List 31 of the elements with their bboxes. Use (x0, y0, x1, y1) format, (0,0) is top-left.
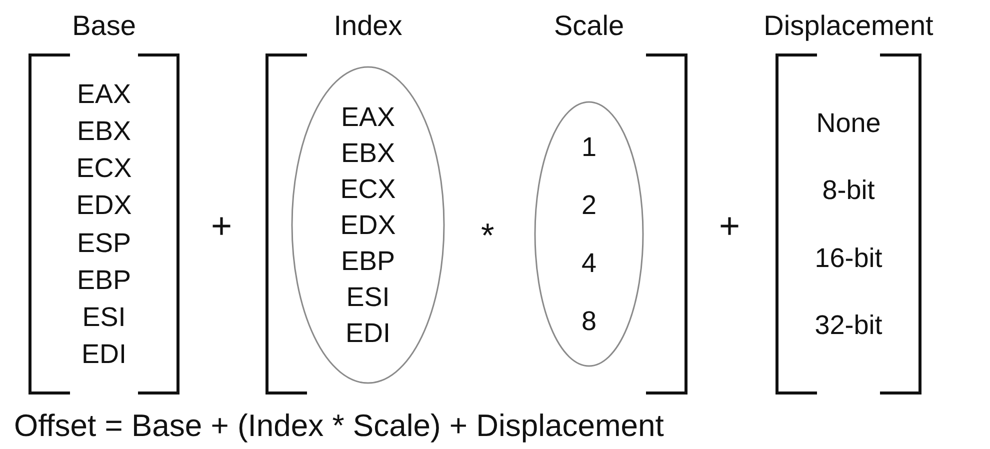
option-text: 8-bit (822, 175, 875, 206)
column-heading: Displacement (764, 11, 934, 41)
caption: Offset = Base + (Index * Scale) + Displacement (14, 408, 664, 444)
option-text: 2 (581, 190, 597, 220)
option-text: EAX (340, 102, 396, 132)
operator-symbol: + (719, 208, 740, 244)
option-text: ESI (346, 282, 390, 312)
option-text: EBX (76, 116, 132, 146)
option-text: EDX (340, 210, 396, 240)
option-text: EDX (76, 190, 132, 220)
option-text: EBP (76, 264, 132, 295)
option-text: ECX (340, 174, 396, 204)
option-text: 32-bit (814, 310, 882, 340)
option-text: ECX (76, 153, 132, 184)
option-text: EBP (340, 246, 396, 276)
option-text: EAX (76, 78, 132, 109)
option-text: EDI (81, 339, 126, 370)
option-text: None (816, 108, 881, 138)
option-text: ESI (82, 302, 126, 332)
operator-symbol: * (481, 219, 494, 253)
option-text: 1 (581, 132, 597, 162)
column-heading: Scale (554, 11, 624, 41)
option-text: ESP (76, 228, 132, 258)
option-text: 16-bit (814, 242, 882, 273)
option-text: EDI (345, 318, 390, 348)
operator-symbol: + (211, 208, 232, 244)
column-heading: Base (72, 11, 136, 41)
option-text: EBX (340, 138, 396, 168)
option-text: 4 (581, 248, 597, 278)
column-heading: Index (334, 11, 402, 41)
option-text: 8 (581, 306, 597, 336)
